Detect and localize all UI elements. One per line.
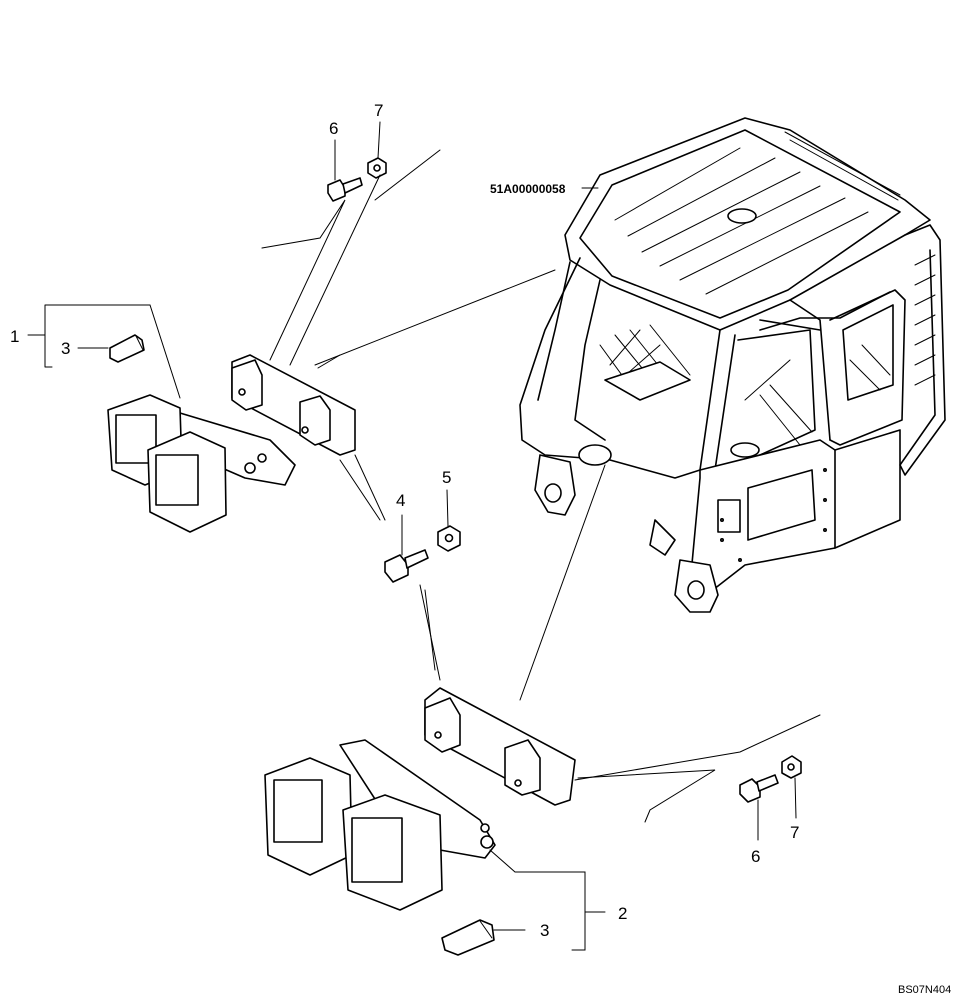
callout-6-bottom: 6: [751, 847, 760, 866]
upper-work-lamp: [107, 394, 296, 533]
lower-lamp-bracket: [424, 687, 576, 806]
nut-middle: [437, 525, 461, 552]
bulb-lower: [441, 919, 495, 956]
bulb-upper: [109, 334, 145, 363]
nut-upper: [367, 157, 387, 179]
callout-3-bottom: 3: [540, 921, 549, 940]
nut-lower: [781, 755, 802, 779]
drawing-code: BS07N404: [898, 984, 951, 996]
upper-lamp-bracket: [231, 354, 356, 456]
bolt-upper: [327, 177, 363, 202]
callout-3-top: 3: [61, 339, 70, 358]
leader-lines: [27, 121, 821, 951]
lower-work-lamp: [264, 739, 496, 911]
callout-5: 5: [442, 468, 451, 487]
callout-1: 1: [10, 327, 19, 346]
callout-7-top: 7: [374, 101, 383, 120]
cab-reference-label: 51A00000058: [490, 182, 566, 196]
callout-4: 4: [396, 491, 405, 510]
callout-7-bottom: 7: [790, 823, 799, 842]
callout-6-top: 6: [329, 119, 338, 138]
bolt-middle: [384, 549, 429, 583]
cab-assembly: [519, 117, 946, 613]
callout-2: 2: [618, 904, 627, 923]
bolt-lower: [739, 774, 779, 803]
